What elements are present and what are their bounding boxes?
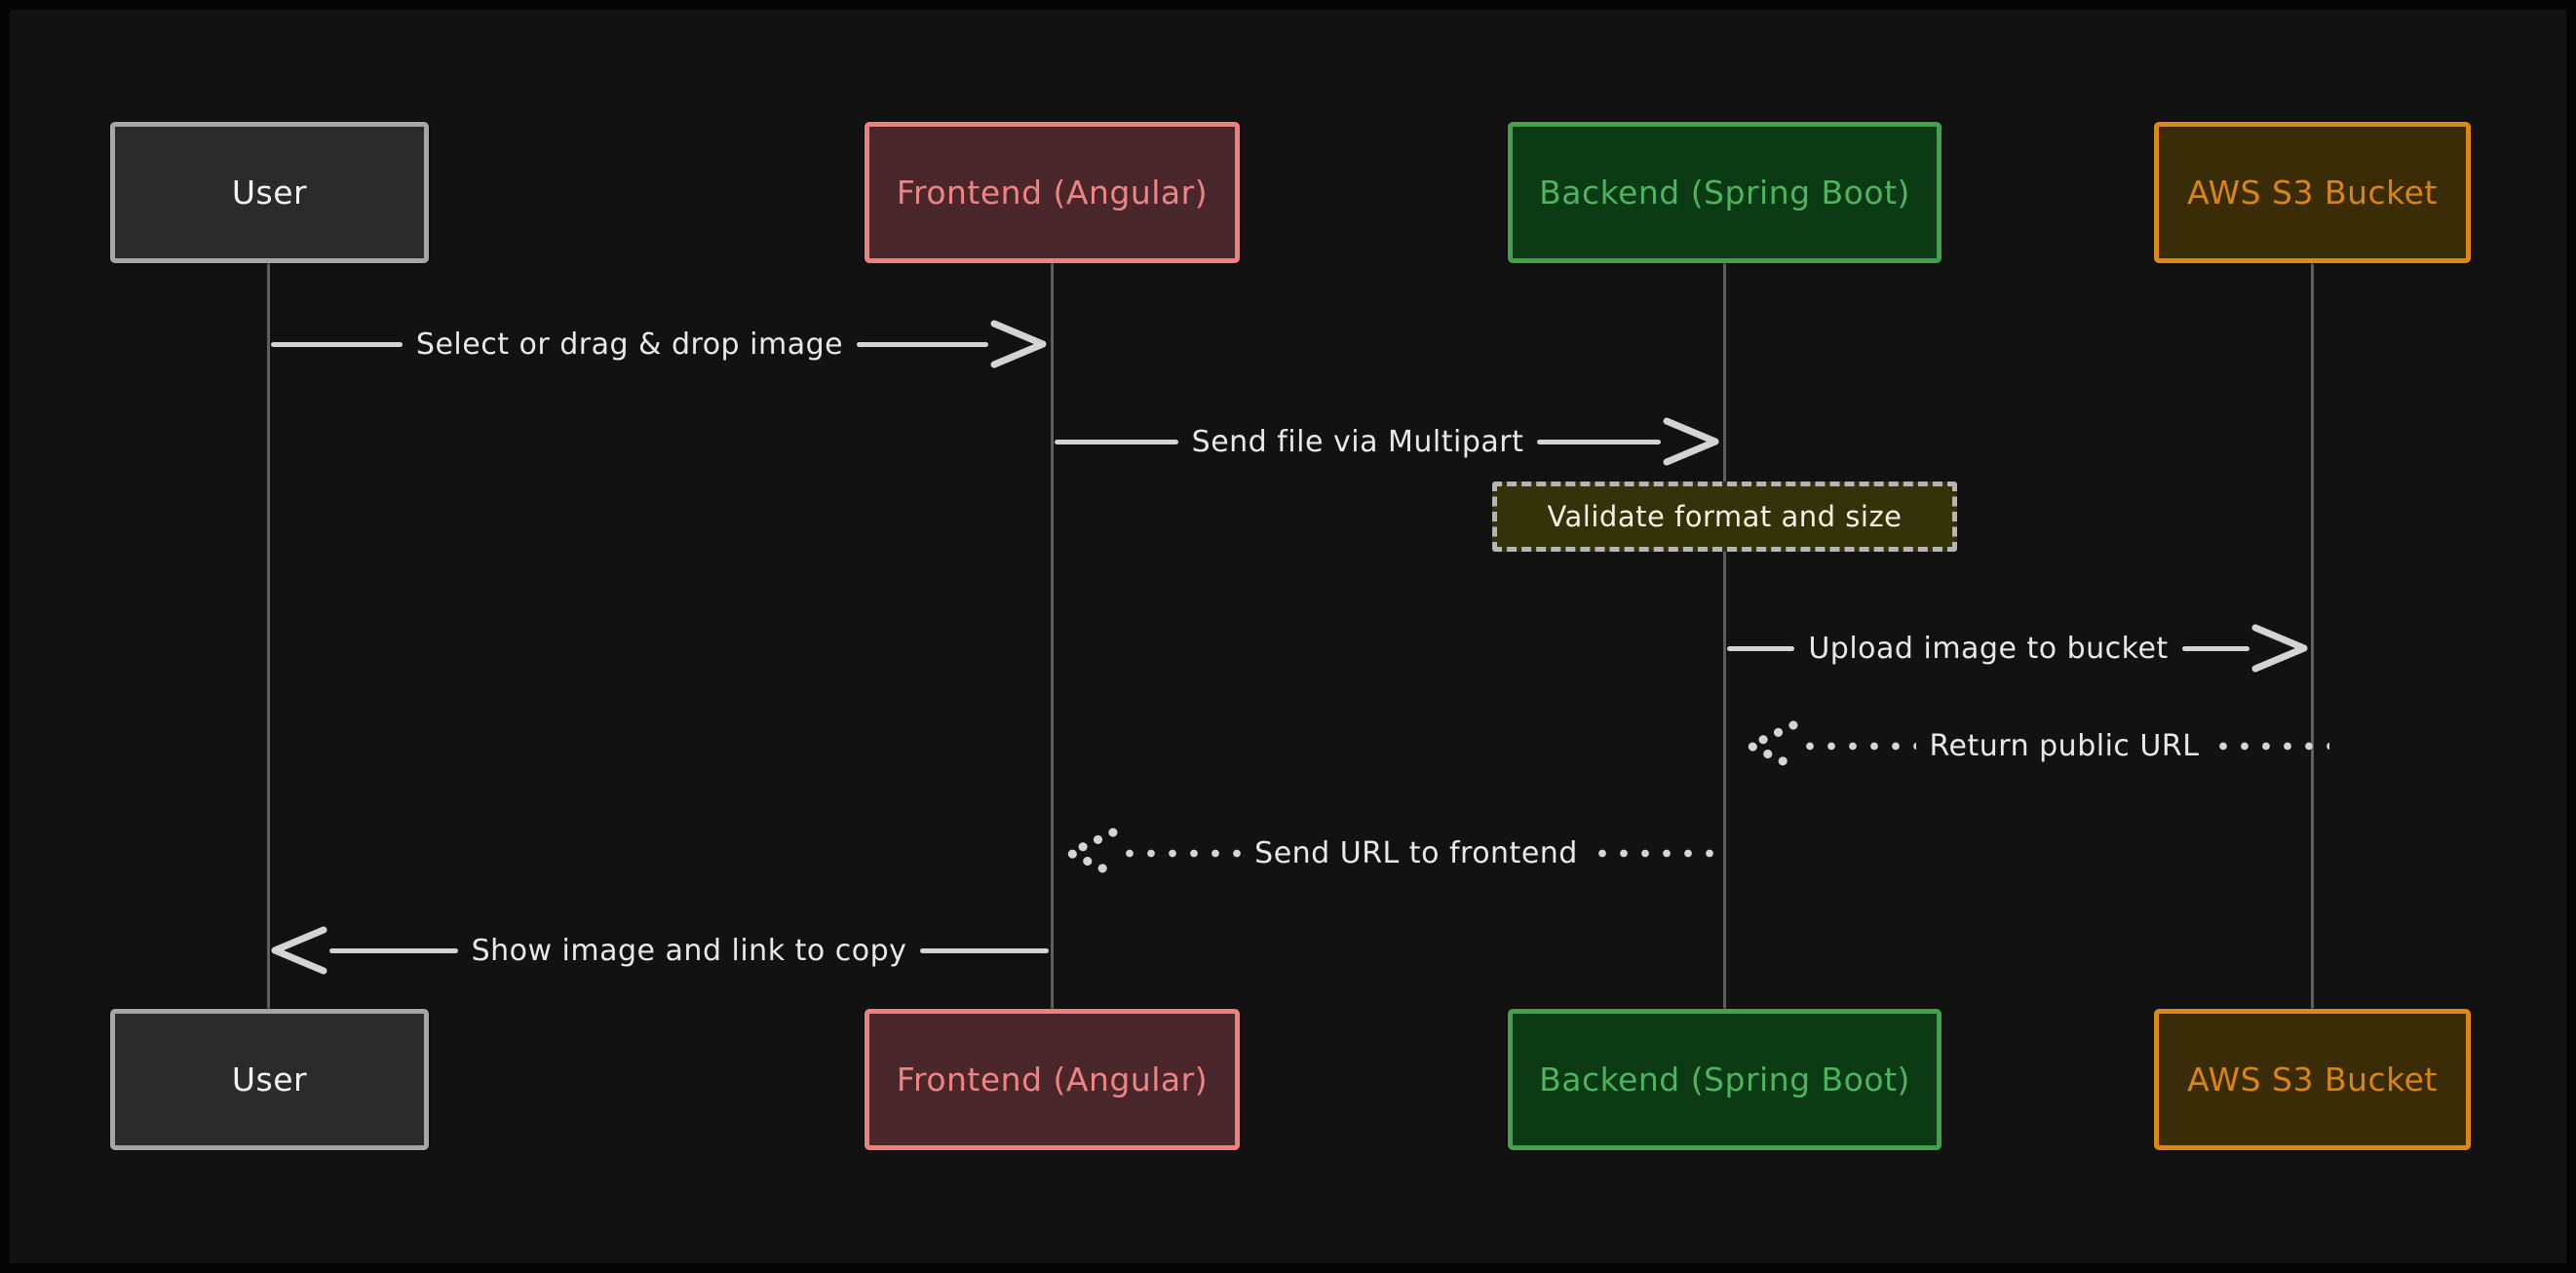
arrowhead-right-icon bbox=[1663, 417, 1719, 466]
message-line bbox=[857, 341, 988, 347]
message-show-image-and-link-to-copy: Show image and link to copy bbox=[269, 911, 1049, 989]
message-line bbox=[1537, 439, 1661, 444]
actor-backend-top: Backend (Spring Boot) bbox=[1508, 122, 1942, 263]
arrowhead-right-icon bbox=[2251, 624, 2308, 673]
message-line-dotted bbox=[1119, 848, 1242, 858]
lifeline-backend bbox=[1723, 261, 1726, 1012]
note-label: Validate format and size bbox=[1547, 500, 1903, 533]
actor-frontend-label: Frontend (Angular) bbox=[896, 174, 1209, 212]
lifeline-frontend bbox=[1051, 261, 1054, 1012]
actor-user-label: User bbox=[231, 174, 308, 212]
message-line bbox=[329, 947, 458, 953]
message-line bbox=[920, 947, 1049, 953]
lifeline-aws bbox=[2311, 261, 2314, 1012]
arrowhead-left-dotted-icon bbox=[1065, 828, 1118, 878]
actor-backend-bottom: Backend (Spring Boot) bbox=[1508, 1009, 1942, 1150]
arrowhead-right-icon bbox=[990, 320, 1047, 368]
actor-frontend-label: Frontend (Angular) bbox=[896, 1061, 1209, 1099]
message-upload-image-to-bucket: Upload image to bucket bbox=[1727, 609, 2310, 687]
message-label: Send file via Multipart bbox=[1191, 424, 1524, 459]
actor-backend-label: Backend (Spring Boot) bbox=[1539, 1061, 1910, 1099]
actor-aws-label: AWS S3 Bucket bbox=[2187, 1061, 2438, 1099]
message-line bbox=[1727, 645, 1795, 651]
message-label: Send URL to frontend bbox=[1254, 835, 1578, 870]
message-label: Show image and link to copy bbox=[471, 933, 907, 968]
actor-aws-top: AWS S3 Bucket bbox=[2154, 122, 2471, 263]
message-label: Upload image to bucket bbox=[1808, 631, 2169, 666]
message-line bbox=[271, 341, 403, 347]
message-return-public-url: Return public URL bbox=[1743, 707, 2329, 785]
actor-aws-label: AWS S3 Bucket bbox=[2187, 174, 2438, 212]
note-validate-format-and-size: Validate format and size bbox=[1492, 482, 1957, 552]
actor-frontend-bottom: Frontend (Angular) bbox=[865, 1009, 1240, 1150]
actor-user-top: User bbox=[110, 122, 429, 263]
message-send-url-to-frontend: Send URL to frontend bbox=[1062, 814, 1713, 892]
arrowhead-left-dotted-icon bbox=[1746, 720, 1798, 771]
message-line-dotted bbox=[2212, 741, 2329, 751]
lifeline-user bbox=[267, 261, 270, 1012]
message-line-dotted bbox=[1799, 741, 1916, 751]
message-line bbox=[1055, 439, 1178, 444]
actor-user-label: User bbox=[231, 1061, 308, 1099]
message-select-or-drag-drop-image: Select or drag & drop image bbox=[271, 305, 1049, 383]
message-send-file-via-multipart: Send file via Multipart bbox=[1055, 403, 1721, 481]
message-line bbox=[2181, 645, 2250, 651]
actor-aws-bottom: AWS S3 Bucket bbox=[2154, 1009, 2471, 1150]
message-label: Return public URL bbox=[1929, 728, 2200, 763]
message-label: Select or drag & drop image bbox=[415, 327, 844, 362]
message-line-dotted bbox=[1591, 848, 1713, 858]
actor-backend-label: Backend (Spring Boot) bbox=[1539, 174, 1910, 212]
actor-frontend-top: Frontend (Angular) bbox=[865, 122, 1240, 263]
actor-user-bottom: User bbox=[110, 1009, 429, 1150]
arrowhead-left-icon bbox=[271, 926, 327, 975]
